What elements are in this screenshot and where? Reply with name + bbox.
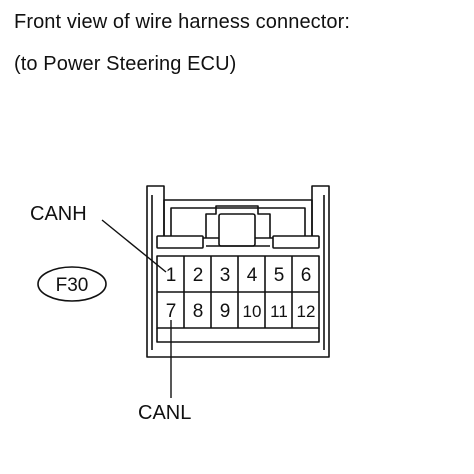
pin-labels: 1 2 3 4 5 6 7 8 9 10 11 12: [166, 265, 316, 322]
pin-9: 9: [220, 301, 231, 322]
pin-1: 1: [166, 265, 177, 286]
pin-12: 12: [297, 302, 316, 321]
leader-lines: [101, 219, 172, 398]
canh-label: CANH: [30, 203, 87, 225]
pin-11: 11: [270, 302, 288, 321]
pin-7: 7: [166, 301, 177, 322]
pin-8: 8: [193, 301, 204, 322]
pin-6: 6: [301, 265, 312, 286]
canh-leader: [101, 219, 167, 273]
pin-3: 3: [220, 265, 231, 286]
pin-2: 2: [193, 265, 204, 286]
connector-code-ellipse: [37, 266, 107, 302]
pin-10: 10: [243, 302, 262, 321]
caption-subtitle: (to Power Steering ECU): [14, 53, 237, 75]
pin-5: 5: [274, 265, 285, 286]
pin-4: 4: [247, 265, 258, 286]
connector-outline: [146, 185, 330, 358]
connector-code: F30: [56, 275, 89, 296]
canl-label: CANL: [138, 402, 191, 424]
caption-title: Front view of wire harness connector:: [14, 11, 351, 33]
